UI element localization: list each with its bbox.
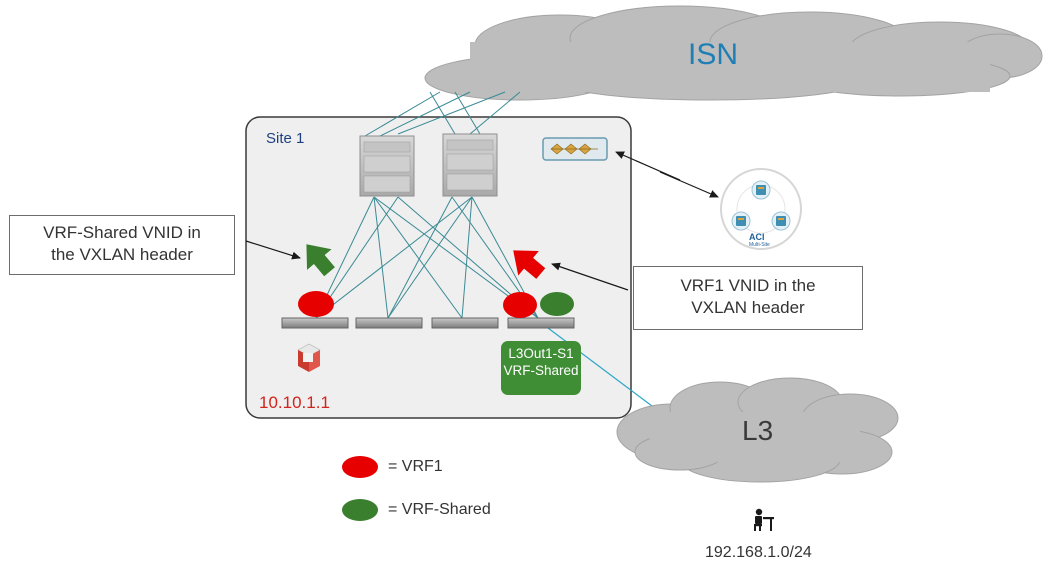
- l3out-vrf: VRF-Shared: [503, 363, 579, 378]
- legend-vrf-shared-label: = VRF-Shared: [388, 501, 491, 518]
- left-callout-box: VRF-Shared VNID in the VXLAN header: [9, 215, 235, 275]
- isn-cloud-label: ISN: [688, 38, 739, 71]
- vrf1-direction-arrow: [513, 250, 546, 279]
- vrf1-marker-leaf4: [503, 292, 537, 318]
- vrf-shared-direction-arrow: [306, 244, 335, 277]
- vrf-shared-marker-leaf4: [540, 292, 574, 316]
- aci-multisite-orchestrator-icon: [720, 168, 802, 250]
- legend-vrf-shared-swatch: [342, 499, 378, 521]
- leaf-switch-3: [431, 317, 499, 329]
- right-callout-box: VRF1 VNID in the VXLAN header: [633, 266, 863, 330]
- endpoint-server-icon: [297, 343, 321, 372]
- l3-cloud-label: L3: [742, 415, 774, 446]
- l3out-name: L3Out1-S1: [508, 346, 574, 361]
- legend-vrf1-label: = VRF1: [388, 458, 443, 475]
- user-workstation-icon: [754, 508, 774, 531]
- spine-switch-1: [359, 135, 415, 197]
- site-title: Site 1: [266, 130, 305, 147]
- endpoint-ip-label: 10.10.1.1: [259, 393, 330, 412]
- l3-cloud: [616, 377, 899, 483]
- external-link: [539, 321, 661, 413]
- right-callout-line1: VRF1 VNID in the: [680, 276, 816, 295]
- leaf-switch-1: [281, 317, 349, 329]
- isn-cloud: [424, 5, 1043, 101]
- left-callout-pointer: [245, 240, 301, 260]
- aci-sublabel: Multi-Site: [749, 242, 770, 248]
- isn-uplinks: [364, 91, 521, 137]
- l3out-label: L3Out1-S1 VRF-Shared: [501, 345, 581, 379]
- orchestrator-link-arrow-b: [659, 171, 719, 198]
- left-callout-line2: the VXLAN header: [51, 245, 193, 264]
- aci-label: ACI: [749, 232, 765, 242]
- external-subnet-label: 192.168.1.0/24: [705, 544, 812, 561]
- l3out-box: [501, 341, 581, 395]
- orchestrator-link-arrow-a: [615, 151, 681, 181]
- left-callout-line1: VRF-Shared VNID in: [43, 223, 201, 242]
- leaf-switch-4: [507, 317, 575, 329]
- leaf-switch-2: [355, 317, 423, 329]
- right-callout-pointer: [551, 262, 629, 291]
- right-callout-line2: VXLAN header: [691, 298, 805, 317]
- vrf1-marker-leaf1: [298, 291, 334, 317]
- multisite-appliance: [542, 137, 608, 161]
- legend-vrf1-swatch: [342, 456, 378, 478]
- spine-switch-2: [442, 133, 498, 197]
